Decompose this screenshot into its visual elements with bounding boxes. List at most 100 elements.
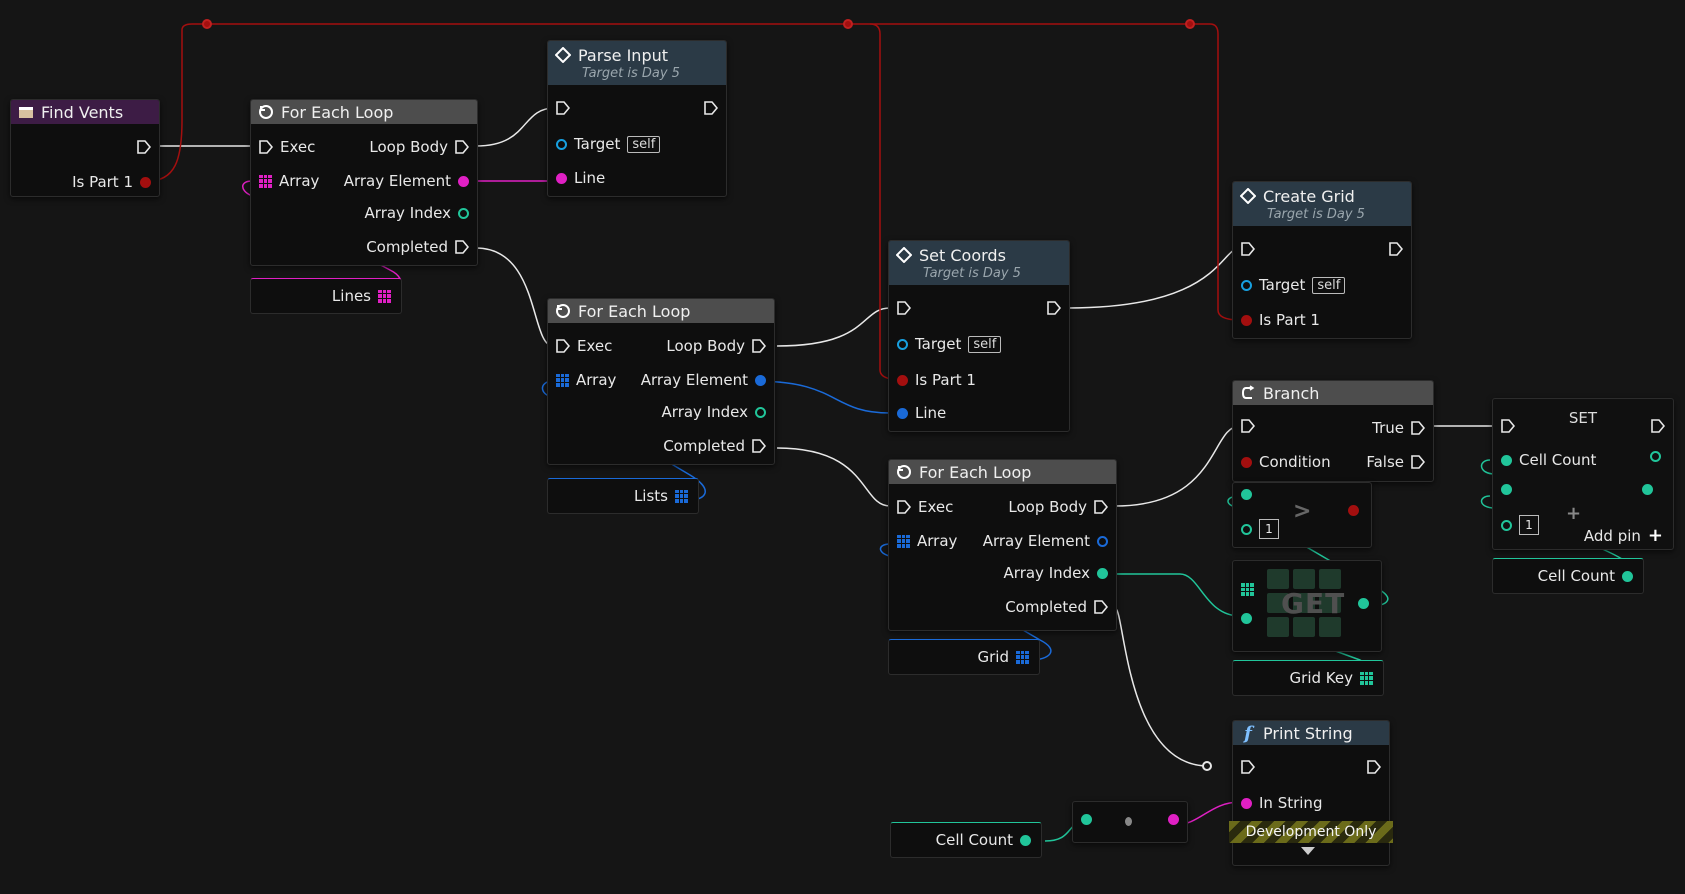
exec-out-pin[interactable] — [1651, 419, 1665, 433]
object-in-pin[interactable] — [556, 138, 567, 150]
exec-out-pin[interactable] — [1411, 455, 1425, 469]
reroute-knot[interactable] — [843, 19, 853, 29]
exec-in-pin[interactable] — [259, 140, 273, 154]
exec-in-pin[interactable] — [1241, 760, 1255, 774]
exec-in-pin[interactable] — [556, 101, 570, 115]
node-title: Find Vents — [41, 102, 124, 122]
create-grid-node[interactable]: Create Grid Target is Day 5 Target self … — [1232, 181, 1412, 339]
lines-variable-node[interactable]: Lines — [250, 278, 402, 314]
exec-out-pin[interactable] — [137, 140, 151, 154]
exec-out-pin[interactable] — [455, 140, 469, 154]
exec-in-pin[interactable] — [1241, 242, 1255, 256]
array-pin[interactable] — [897, 534, 910, 548]
for-each-loop-lists-node[interactable]: For Each Loop Exec Array Loop Body Array… — [547, 298, 775, 465]
reroute-knot[interactable] — [1185, 19, 1195, 29]
exec-out-pin[interactable] — [1094, 600, 1108, 614]
self-default-value: self — [627, 135, 661, 153]
int-out-pin[interactable] — [1020, 834, 1031, 846]
int-in-pin[interactable] — [1241, 489, 1252, 500]
bool-out-pin[interactable] — [140, 176, 151, 188]
vector-out-pin[interactable] — [755, 374, 766, 386]
array-out-pin[interactable] — [378, 289, 391, 303]
node-subtitle: Target is Day 5 — [582, 65, 680, 81]
variable-label: Lines — [331, 287, 371, 305]
string-out-pin[interactable] — [1168, 814, 1179, 825]
vector-in-pin[interactable] — [897, 407, 908, 419]
int-in-pin[interactable] — [1241, 523, 1252, 535]
exec-out-pin[interactable] — [1367, 760, 1381, 774]
add-pin-label[interactable]: Add pin — [1583, 526, 1641, 545]
string-out-pin[interactable] — [458, 175, 469, 187]
parse-input-node[interactable]: Parse Input Target is Day 5 Target self … — [547, 40, 727, 197]
vector-out-pin[interactable] — [1097, 535, 1108, 547]
set-coords-node[interactable]: Set Coords Target is Day 5 Target self I… — [888, 240, 1070, 432]
get-map-node[interactable]: GET — [1232, 560, 1382, 652]
array-pin[interactable] — [556, 373, 569, 387]
exec-in-pin[interactable] — [556, 339, 570, 353]
reroute-knot[interactable] — [1202, 761, 1212, 771]
array-pin[interactable] — [259, 174, 272, 188]
int-out-pin[interactable] — [1097, 567, 1108, 579]
for-each-loop-lines-node[interactable]: For Each Loop Exec Array Loop Body Array… — [250, 99, 478, 266]
exec-out-pin[interactable] — [455, 240, 469, 254]
node-title: SET — [1568, 409, 1598, 427]
node-title: For Each Loop — [919, 462, 1032, 482]
for-each-loop-grid-node[interactable]: For Each Loop Exec Array Loop Body Array… — [888, 459, 1117, 631]
bool-out-pin[interactable] — [1348, 505, 1359, 516]
exec-out-pin[interactable] — [752, 439, 766, 453]
int-in-pin[interactable] — [1501, 519, 1512, 531]
exec-in-pin[interactable] — [897, 500, 911, 514]
array-out-pin[interactable] — [1016, 650, 1029, 664]
int-in-pin[interactable] — [1081, 814, 1092, 825]
exec-in-pin[interactable] — [897, 301, 911, 315]
exec-out-pin[interactable] — [1047, 301, 1061, 315]
pin-label: Is Part 1 — [1259, 311, 1320, 329]
function-icon: f — [1244, 722, 1252, 744]
expand-arrow-icon[interactable] — [1301, 847, 1315, 855]
grid-key-variable-node[interactable]: Grid Key — [1232, 660, 1384, 696]
object-in-pin[interactable] — [897, 338, 908, 350]
add-pin-plus-icon[interactable]: + — [1647, 525, 1663, 546]
branch-node[interactable]: Branch Condition True False — [1232, 380, 1434, 482]
string-in-pin[interactable] — [556, 172, 567, 184]
bool-in-pin[interactable] — [1241, 456, 1252, 468]
int-default-value[interactable]: 1 — [1259, 519, 1279, 539]
object-in-pin[interactable] — [1241, 279, 1252, 291]
exec-in-pin[interactable] — [1241, 419, 1255, 433]
int-out-pin[interactable] — [755, 406, 766, 418]
exec-in-pin[interactable] — [1501, 419, 1515, 433]
get-background — [1267, 569, 1341, 637]
bool-in-pin[interactable] — [1241, 314, 1252, 326]
array-out-pin[interactable] — [675, 489, 688, 503]
int-to-string-conversion-node[interactable] — [1072, 801, 1188, 843]
node-title: Branch — [1263, 383, 1320, 403]
map-in-pin[interactable] — [1241, 583, 1254, 596]
int-in-pin[interactable] — [1241, 613, 1252, 624]
cell-count-variable-node[interactable]: Cell Count — [1492, 558, 1644, 594]
set-cell-count-node[interactable]: SET Cell Count 1 + Add pin + — [1492, 398, 1674, 550]
exec-out-pin[interactable] — [704, 101, 718, 115]
int-out-pin[interactable] — [1358, 598, 1369, 609]
int-out-pin[interactable] — [458, 207, 469, 219]
exec-out-pin[interactable] — [1094, 500, 1108, 514]
grid-variable-node[interactable]: Grid — [888, 639, 1040, 675]
bool-in-pin[interactable] — [897, 374, 908, 386]
greater-than-node[interactable]: 1 > — [1232, 482, 1372, 548]
int-out-pin[interactable] — [1650, 451, 1661, 462]
int-in-pin[interactable] — [1501, 454, 1512, 466]
int-out-pin[interactable] — [1642, 484, 1653, 495]
reroute-knot[interactable] — [202, 19, 212, 29]
find-vents-node[interactable]: Find Vents Is Part 1 — [10, 99, 160, 197]
int-out-pin[interactable] — [1622, 570, 1633, 582]
exec-out-pin[interactable] — [1389, 242, 1403, 256]
print-string-node[interactable]: f Print String In String Development Onl… — [1229, 720, 1393, 866]
exec-out-pin[interactable] — [1411, 421, 1425, 435]
int-default-value[interactable]: 1 — [1519, 515, 1539, 535]
exec-out-pin[interactable] — [752, 339, 766, 353]
cell-count-variable-node[interactable]: Cell Count — [890, 822, 1042, 858]
string-in-pin[interactable] — [1241, 797, 1252, 809]
map-out-pin[interactable] — [1360, 671, 1373, 685]
pin-label: Target — [915, 335, 962, 353]
lists-variable-node[interactable]: Lists — [547, 478, 699, 514]
int-in-pin[interactable] — [1501, 484, 1512, 495]
